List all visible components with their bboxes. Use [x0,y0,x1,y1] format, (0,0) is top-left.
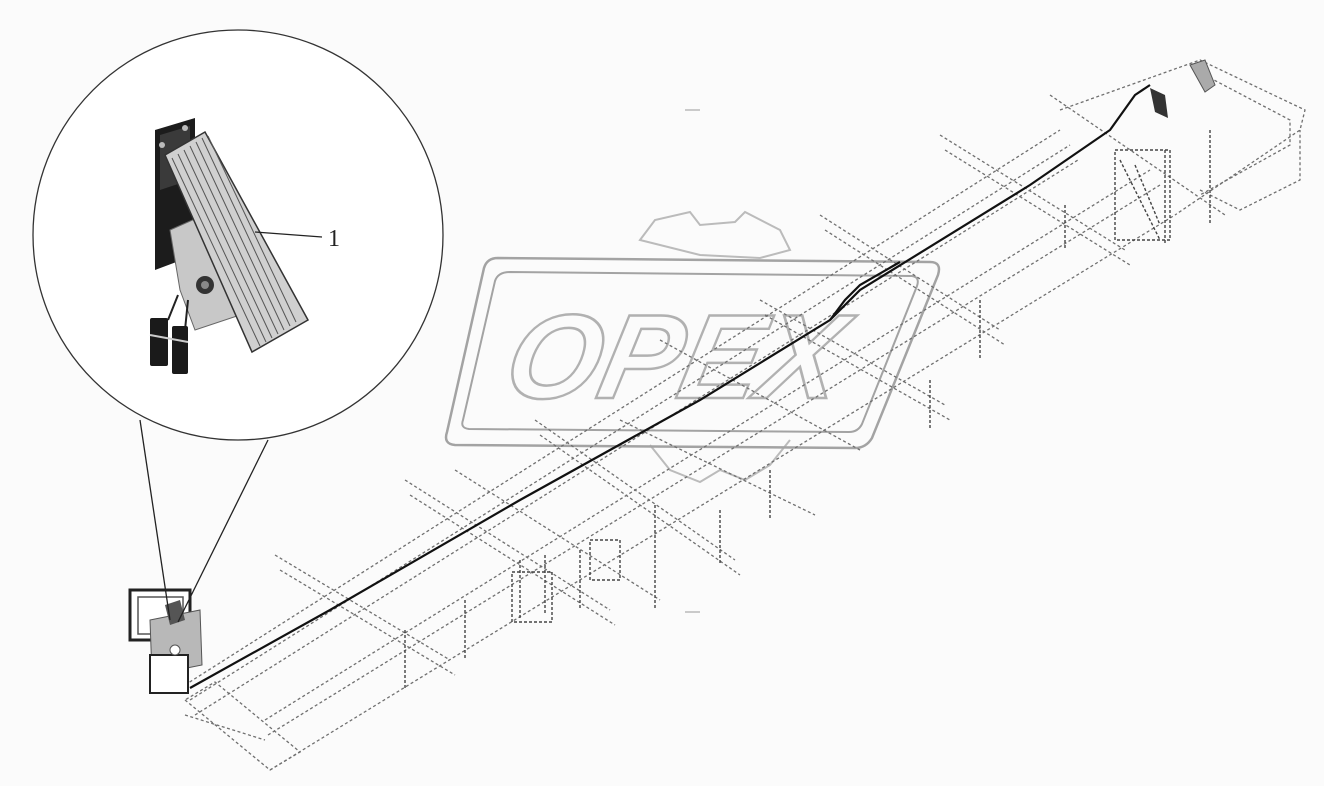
connector-plug [172,326,188,374]
connector-band [149,334,189,343]
pedal-rib [177,153,267,343]
detail-callout: 1 [32,29,444,441]
left-rail-mid [189,144,1071,701]
cable-harness [189,84,1151,689]
bracket-bolt [182,125,188,131]
pedal-pad [164,130,310,354]
cross-member [539,434,741,576]
pedal-rib [207,135,297,323]
frame-posts [404,130,1211,690]
rear-crossmember-2 [184,714,266,741]
cross-member [944,149,1131,266]
cross-member [534,419,736,561]
left-rail-bot [194,159,1079,716]
pedal-mount [128,588,203,694]
cross-members [274,94,1226,676]
bracket [589,539,621,581]
cross-member [939,134,1126,251]
watermark-gear-bottom [649,439,791,484]
front-end-2 [1194,69,1291,196]
bracket [1119,159,1161,241]
callout-leader-left [139,419,171,621]
watermark: OPEX [444,210,941,484]
cross-member [1049,94,1226,216]
left-rail-top [184,129,1061,686]
right-rail-bot [269,214,1176,771]
part-number-label: 1 [328,226,340,252]
front-bumper [1199,130,1301,211]
cross-member [409,494,616,626]
connector-plug [150,318,168,366]
bracket-bolt [159,142,165,148]
callout-leader-right [177,439,269,623]
watermark-gear [638,210,792,260]
front-end [1059,59,1306,216]
mount-base [149,654,189,694]
pedal-rib [201,137,291,327]
cable-branch [829,261,901,321]
pedal-rib [171,157,261,347]
front-light [1189,59,1216,93]
cross-member [454,469,661,601]
watermark-badge-inner [461,270,919,434]
right-rail-mid [267,184,1161,736]
cross-member [824,229,1006,346]
accelerator-pedal [149,118,310,374]
pedal-rib [189,145,279,335]
cross-member [759,299,946,406]
pedal-rib [195,141,285,331]
front-component [1150,88,1168,118]
pedal-ribs [171,135,297,347]
part-leader-line [254,231,323,238]
chassis-frame [183,59,1306,771]
pedal-rib [183,149,273,339]
watermark-text: OPEX [495,289,863,423]
cross-member [819,214,1001,331]
cross-member [404,479,611,611]
bracket [1114,149,1171,241]
rear-crossmember [183,681,302,771]
bracket [511,571,553,623]
watermark-badge-outer [444,256,941,450]
cross-member [274,554,451,661]
connector-wire [167,294,189,331]
mount-hole [169,644,181,656]
pivot-bolt-center [201,281,209,289]
cross-member [279,569,456,676]
cross-member [764,314,951,421]
